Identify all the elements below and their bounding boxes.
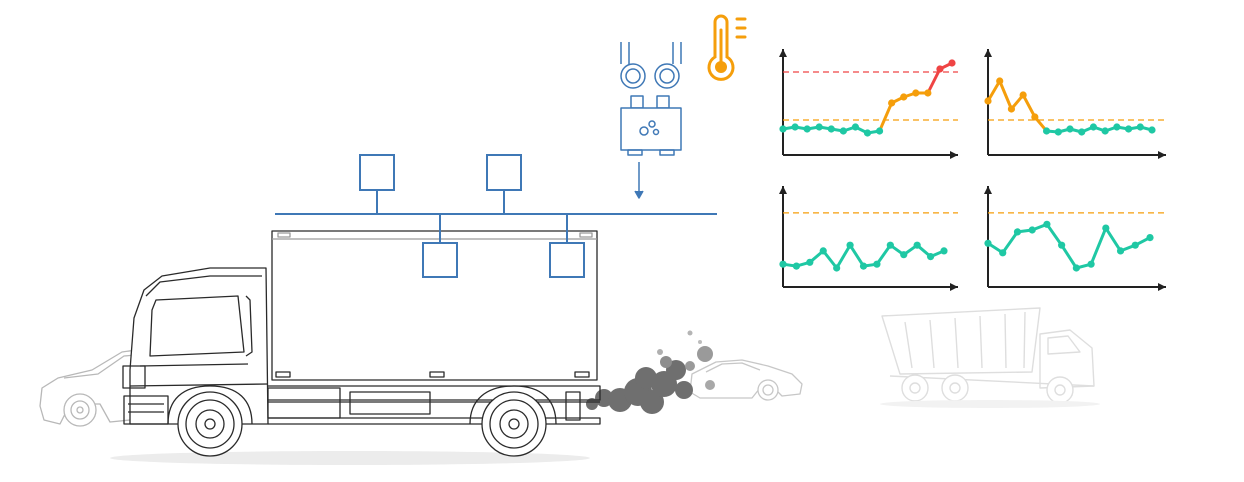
series-line-segment <box>1089 226 1108 266</box>
data-point <box>1007 105 1016 113</box>
ground-shadow <box>110 451 590 465</box>
data-point <box>984 97 992 105</box>
thermometer-icon <box>707 14 747 81</box>
data-point <box>948 59 956 67</box>
data-point <box>1089 123 1098 131</box>
data-point <box>815 123 823 131</box>
data-point <box>791 123 799 131</box>
series-line-segment <box>821 249 839 270</box>
x-axis-arrow <box>1158 151 1166 159</box>
series-line-segment <box>1001 230 1019 255</box>
data-point <box>1028 226 1036 234</box>
front-wheel <box>177 391 243 457</box>
data-point <box>873 260 881 268</box>
data-point <box>1043 220 1051 228</box>
rear-wheel <box>481 391 547 457</box>
node-icon <box>549 242 585 278</box>
data-point <box>1148 126 1156 134</box>
data-point <box>1019 91 1027 99</box>
x-axis-arrow <box>950 283 958 291</box>
series-line-segment <box>848 243 865 268</box>
series-line-segment <box>986 79 1002 103</box>
data-point <box>984 239 992 247</box>
data-point <box>1072 264 1080 272</box>
x-axis-arrow <box>1158 283 1166 291</box>
data-point <box>1087 260 1095 268</box>
data-point <box>779 125 787 133</box>
data-point <box>900 93 908 101</box>
dump-truck-icon <box>880 307 1100 408</box>
data-point <box>833 264 841 272</box>
truck-icon <box>122 230 601 457</box>
data-point <box>819 247 827 255</box>
data-point <box>1058 241 1066 249</box>
data-point <box>1124 125 1133 133</box>
sports-car-icon <box>689 359 803 401</box>
data-point <box>888 99 896 107</box>
data-point <box>1066 125 1074 133</box>
data-point <box>839 127 847 135</box>
sensor-chart <box>779 186 958 291</box>
data-point <box>1131 241 1139 249</box>
data-point <box>1102 224 1110 232</box>
data-point <box>846 241 854 249</box>
data-point <box>926 253 935 261</box>
data-point <box>1013 228 1022 236</box>
data-point <box>875 127 884 135</box>
series-line-segment <box>1104 226 1123 253</box>
sensor-module-icon <box>620 42 682 199</box>
data-point <box>779 260 787 268</box>
x-axis-arrow <box>950 151 958 159</box>
data-point <box>792 262 801 270</box>
series-line-segment <box>878 101 894 133</box>
data-point <box>1146 234 1154 242</box>
smoke-icon <box>586 330 715 414</box>
series-line-segment <box>835 243 852 270</box>
data-point <box>1101 127 1109 135</box>
series-line-segment <box>1060 243 1078 270</box>
data-point <box>913 241 921 249</box>
data-point <box>886 241 894 249</box>
y-axis-arrow <box>779 186 787 194</box>
series-line-segment <box>998 79 1013 111</box>
sensor-charts <box>779 49 1166 291</box>
y-axis-arrow <box>984 186 992 194</box>
node-icon <box>359 154 395 191</box>
sensor-chart <box>984 49 1166 159</box>
data-point <box>912 89 920 97</box>
y-axis-arrow <box>984 49 992 57</box>
data-point <box>1042 127 1051 135</box>
data-point <box>851 123 860 131</box>
data-point <box>936 65 944 73</box>
data-point <box>806 258 814 266</box>
data-point <box>924 89 932 97</box>
data-point <box>859 262 868 270</box>
series-line-segment <box>1045 222 1064 247</box>
series-line-segment <box>926 67 942 95</box>
data-point <box>999 249 1007 257</box>
data-point <box>1078 128 1086 136</box>
sensor-chart <box>779 49 958 159</box>
node-icon <box>422 242 458 278</box>
data-point <box>827 125 835 133</box>
network-bus <box>275 154 717 278</box>
sensor-chart <box>984 186 1166 291</box>
series-line-segment <box>875 243 892 266</box>
data-point <box>803 125 811 133</box>
data-point <box>900 251 908 259</box>
y-axis-arrow <box>779 49 787 57</box>
data-point <box>863 129 872 137</box>
data-point <box>996 77 1004 85</box>
data-point <box>1113 123 1121 131</box>
data-point <box>1031 113 1039 121</box>
data-point <box>940 247 948 255</box>
data-point <box>1136 123 1144 131</box>
series-line-segment <box>1021 93 1037 119</box>
data-point <box>1054 128 1062 136</box>
node-icon <box>486 154 522 191</box>
data-point <box>1116 247 1125 255</box>
